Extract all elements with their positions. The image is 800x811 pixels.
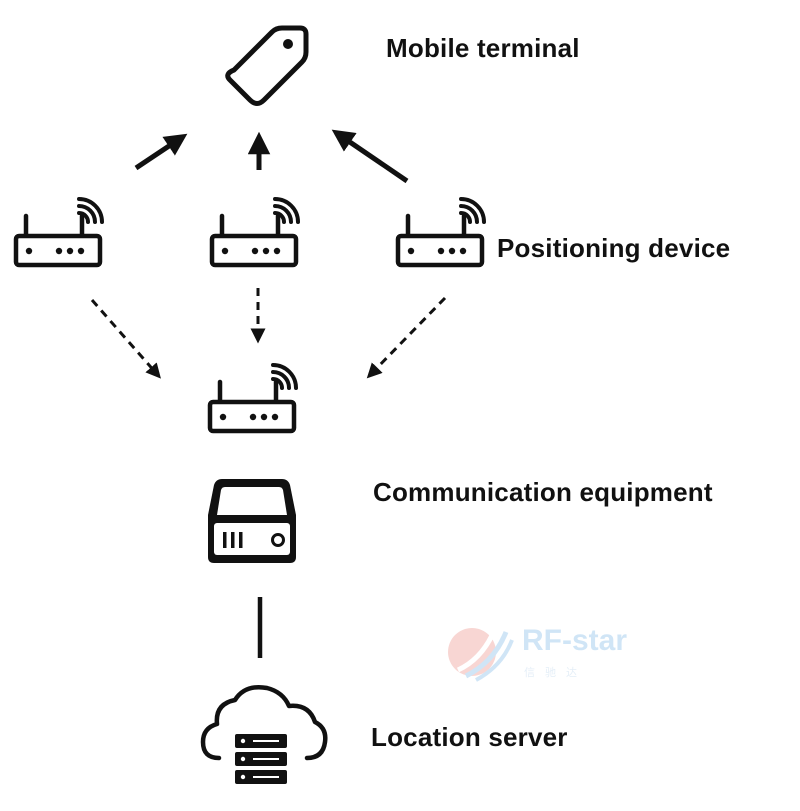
router-icon-left bbox=[16, 199, 102, 265]
rf-star-logo-icon bbox=[448, 625, 514, 682]
watermark-brand-text: RF-star bbox=[522, 624, 628, 657]
router-icon-center bbox=[212, 199, 298, 265]
positioning-device-label: Positioning device bbox=[497, 233, 731, 263]
location-server-label: Location server bbox=[371, 722, 568, 752]
communication-equipment-label: Communication equipment bbox=[373, 477, 713, 507]
dashed-arrow-right bbox=[366, 296, 447, 379]
cloud-server-icon bbox=[200, 685, 328, 784]
arrow-left-to-tag bbox=[134, 133, 188, 171]
watermark-subtitle-text: 信驰达 bbox=[524, 666, 587, 679]
router-icon-right bbox=[398, 199, 484, 265]
tag-icon bbox=[225, 25, 309, 106]
hard-drive-icon bbox=[208, 479, 296, 563]
arrow-right-to-tag bbox=[331, 129, 409, 184]
dashed-arrow-left bbox=[90, 299, 161, 379]
router-icon-gateway bbox=[210, 365, 296, 431]
mobile-terminal-label: Mobile terminal bbox=[386, 33, 580, 63]
rf-star-watermark: RF-star 信驰达 bbox=[444, 618, 674, 688]
